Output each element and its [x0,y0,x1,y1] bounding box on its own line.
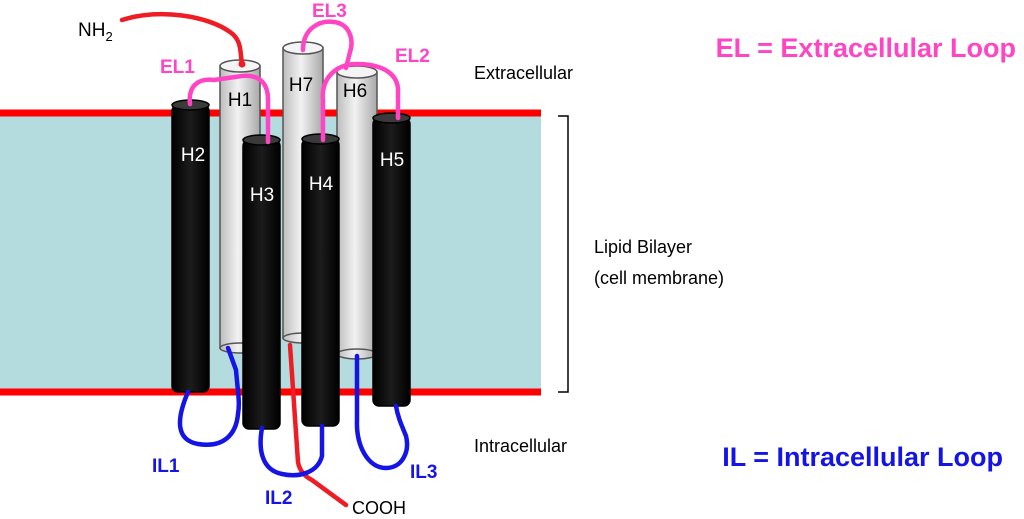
il1-label: IL1 [152,456,180,477]
helix-h5-label: H5 [380,150,404,171]
nh2-end-dot [238,60,246,68]
il1-loop [177,345,242,447]
helix-h3-label: H3 [250,185,274,206]
il2-label: IL2 [265,488,292,509]
helix-h3 [242,134,281,430]
el1-loop [187,73,271,145]
membrane-bracket [558,115,569,393]
extracellular-label: Extracellular [474,63,573,83]
helix-h7-label: H7 [289,75,313,96]
el3-label: EL3 [312,1,347,22]
el1-label: EL1 [160,57,195,78]
il3-loop [354,353,410,471]
il3-label: IL3 [410,462,437,483]
el-legend: EL = Extracellular Loop [716,33,1016,63]
helix-h4-label: H4 [309,174,334,195]
helix-h4 [301,133,340,427]
nh2-tail [119,12,245,67]
helix-h6 [336,65,378,360]
cooh-label: COOH [352,498,406,518]
nh2-label: NH2 [78,20,113,44]
il2-loop [258,423,325,478]
helix-h2 [171,99,210,393]
helix-h2-label: H2 [181,145,205,166]
il-legend: IL = Intracellular Loop [722,442,1003,472]
helix-h6-label: H6 [343,81,367,102]
helix-h1-label: H1 [228,90,252,111]
cell-membrane-label: (cell membrane) [594,268,724,288]
el2-loop [320,61,401,143]
intracellular-label: Intracellular [474,436,567,456]
helix-h5 [372,112,411,407]
el2-label: EL2 [395,46,430,67]
lipid-bilayer-label: Lipid Bilayer [594,237,692,257]
el3-loop [300,19,354,71]
